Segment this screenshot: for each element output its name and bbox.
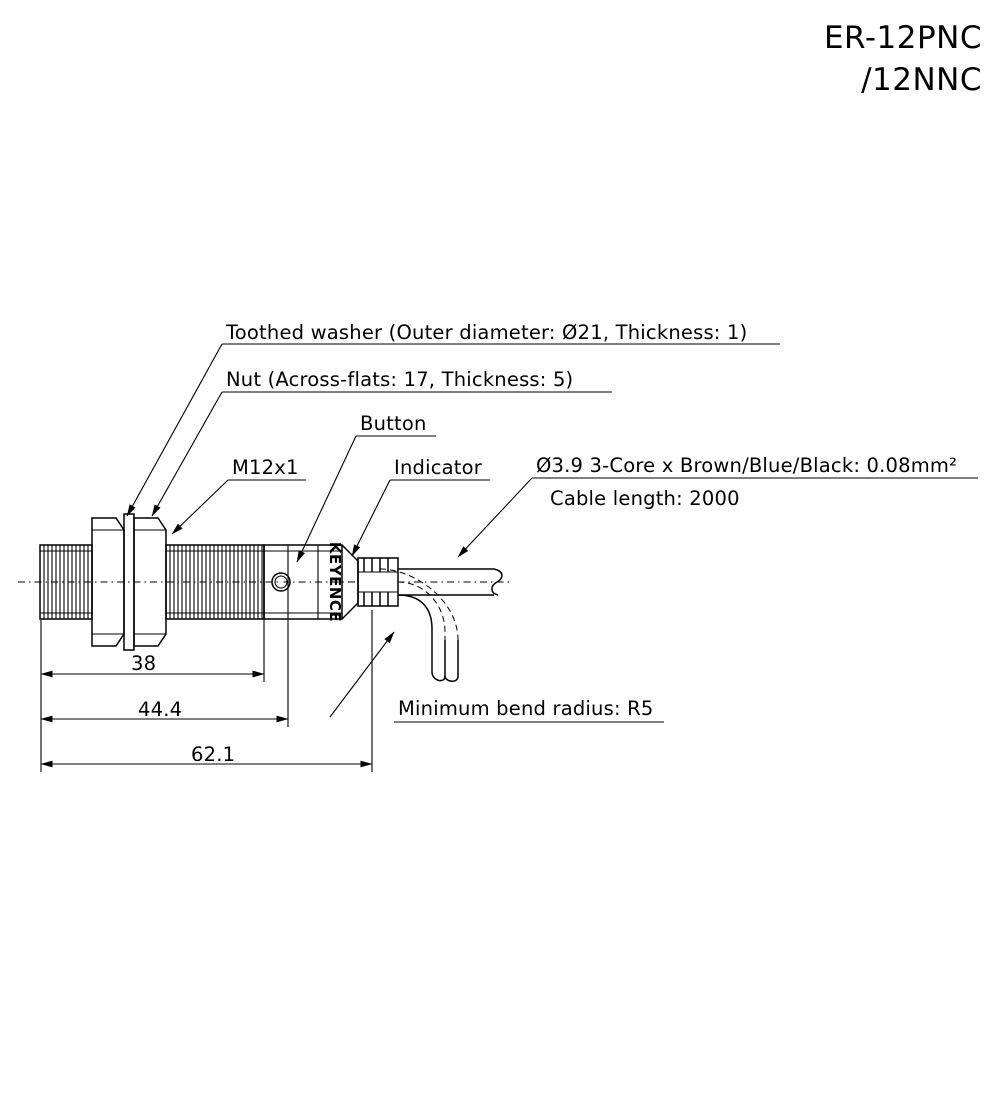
callout-cable-spec-label: Ø3.9 3-Core x Brown/Blue/Black: 0.08mm² (536, 454, 958, 477)
main-thread-barrel (165, 544, 265, 620)
leader-thread (171, 479, 229, 535)
leader-bend-radius (329, 631, 395, 718)
part-number-line-2: /12NNC (861, 62, 982, 98)
dimension-extension-lines (40, 610, 373, 772)
cable-bend-illustration (379, 568, 459, 682)
leader-toothed-washer (126, 343, 223, 517)
leader-cable (457, 477, 533, 558)
leader-nut (151, 391, 223, 517)
dimension-44-4-value: 44.4 (138, 698, 183, 721)
dimension-38-value: 38 (131, 652, 157, 675)
hex-nut-rear (133, 517, 167, 647)
strain-relief (357, 557, 399, 607)
cable-straight (398, 568, 503, 596)
callout-toothed-washer-label: Toothed washer (Outer diameter: Ø21, Thi… (226, 321, 748, 344)
callout-cable-length-label: Cable length: 2000 (550, 487, 740, 510)
button-detail (271, 572, 291, 592)
callout-underlines (222, 343, 978, 723)
front-thread-section (39, 544, 93, 620)
dimension-lines (40, 670, 373, 768)
rear-housing (263, 544, 343, 620)
callout-indicator-label: Indicator (394, 456, 482, 479)
callout-leader-lines (126, 343, 533, 718)
callout-thread-label: M12x1 (232, 456, 299, 479)
part-number-line-1: ER-12PNC (823, 20, 982, 56)
callout-bend-radius-label: Minimum bend radius: R5 (398, 697, 654, 720)
dimension-62-1-value: 62.1 (191, 743, 236, 766)
keyence-brand-mark: KEYENCE (326, 542, 344, 622)
callout-nut-label: Nut (Across-flats: 17, Thickness: 5) (226, 368, 574, 391)
leader-indicator (351, 479, 391, 557)
leader-button (296, 435, 357, 563)
callout-button-label: Button (360, 412, 427, 435)
